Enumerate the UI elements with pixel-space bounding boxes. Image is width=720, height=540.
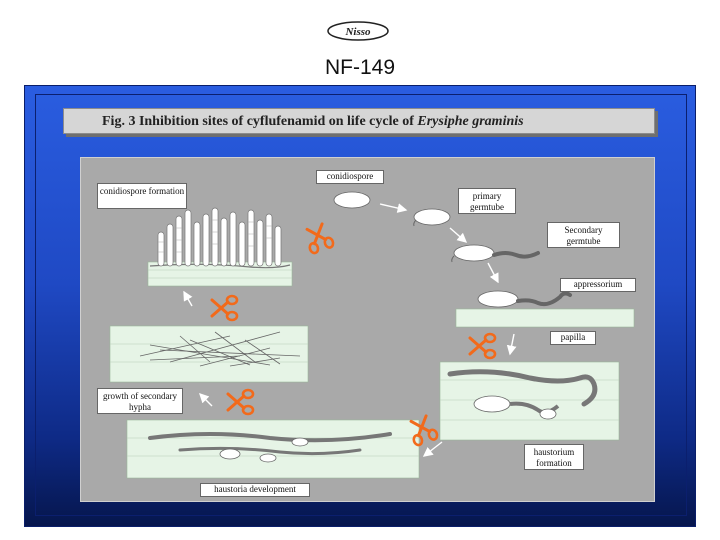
haustorium-formation-leaf xyxy=(439,361,620,441)
label-appressorium: appressorium xyxy=(560,278,636,292)
inhibition-scissors-icon xyxy=(468,332,497,360)
label-haustorium-formation: haustorium formation xyxy=(524,444,584,470)
figure-title-text: Fig. 3 Inhibition sites of cyflufenamid … xyxy=(102,114,414,129)
figure-frame xyxy=(35,94,687,516)
appressorium-leaf xyxy=(455,290,635,328)
label-haustoria-development: haustoria development xyxy=(200,483,310,497)
figure-title-species: Erysiphe graminis xyxy=(417,114,524,129)
label-papilla: papilla xyxy=(550,331,596,345)
conidiospore-cell xyxy=(333,191,371,209)
cycle-arrows xyxy=(183,203,517,457)
label-growth-secondary-hypha: growth of secondary hypha xyxy=(97,388,183,414)
conidia-segments xyxy=(158,219,272,253)
logo-text: Nisso xyxy=(344,26,371,38)
secondary-germtube-cell xyxy=(451,244,540,263)
primary-germtube-cell xyxy=(413,208,451,226)
label-conidiospore-formation: conidiospore formation xyxy=(97,183,187,209)
secondary-hypha-leaf xyxy=(109,325,309,383)
slide-title: NF-149 xyxy=(324,56,396,79)
label-primary-germtube: primary germtube xyxy=(458,188,516,214)
inhibition-scissors-icon xyxy=(210,294,239,322)
inhibition-scissors-icon xyxy=(301,220,336,256)
conidiophore-chains xyxy=(157,207,282,267)
inhibition-scissors-icon xyxy=(226,388,255,416)
nisso-logo: Nisso xyxy=(327,21,389,41)
haustoria-development-leaf xyxy=(126,419,420,479)
figure-title: Fig. 3 Inhibition sites of cyflufenamid … xyxy=(63,108,655,134)
label-conidiospore: conidiospore xyxy=(316,170,384,184)
label-secondary-germtube: Secondary germtube xyxy=(547,222,620,248)
